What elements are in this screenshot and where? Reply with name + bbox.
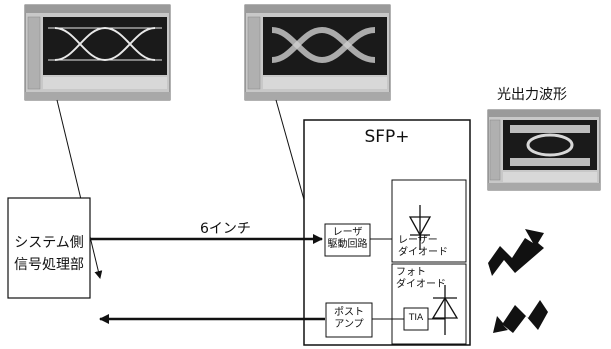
- laser-driver-label: レーザ 駆動回路: [325, 227, 370, 251]
- lightning-arrow-out: [488, 229, 544, 276]
- optical-waveform-label: 光出力波形: [497, 84, 607, 104]
- system-block-line-1: システム側: [8, 232, 90, 254]
- laser-driver-line-1: レーザ: [325, 227, 370, 239]
- photo-diode-line-2: ダイオード: [396, 279, 446, 291]
- distance-label: 6インチ: [200, 218, 251, 238]
- scope-screenshot-output: [245, 5, 390, 100]
- post-amp-label: ポスト アンプ: [326, 307, 372, 331]
- tia-label: TIA: [404, 313, 428, 323]
- photo-diode-line-1: フォト: [396, 267, 446, 279]
- laser-driver-line-2: 駆動回路: [325, 239, 370, 251]
- photo-diode-label: フォト ダイオード: [396, 267, 446, 291]
- post-amp-line-1: ポスト: [326, 307, 372, 319]
- laser-diode-line-1: レーザー: [398, 235, 448, 247]
- system-block-line-2: 信号処理部: [8, 254, 90, 276]
- post-amp-line-2: アンプ: [326, 319, 372, 331]
- sfp-title: SFP+: [304, 127, 470, 147]
- system-block-label: システム側 信号処理部: [8, 232, 90, 276]
- laser-diode-label: レーザー ダイオード: [398, 235, 448, 259]
- scope-screenshot-input: [25, 5, 170, 100]
- laser-diode-line-2: ダイオード: [398, 247, 448, 259]
- lightning-arrow-in: [493, 300, 548, 333]
- scope-screenshot-optical: [488, 110, 600, 190]
